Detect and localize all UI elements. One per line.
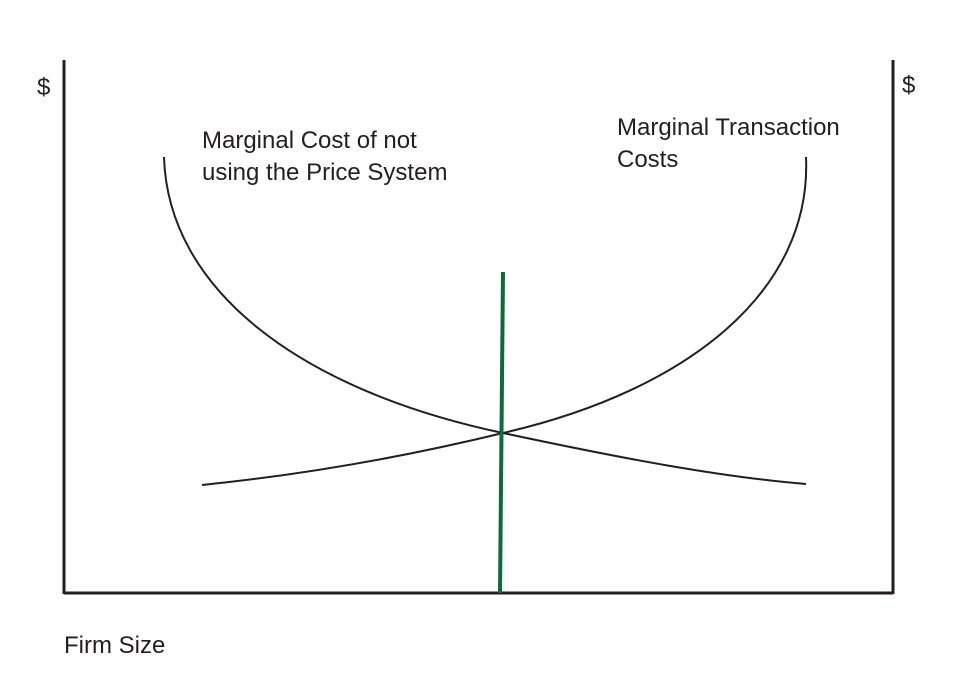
marginal-transaction-costs-label: Marginal Transaction Costs xyxy=(617,112,840,176)
marginal-cost-curve-label: Marginal Cost of not using the Price Sys… xyxy=(202,125,447,189)
left-y-axis-label: $ xyxy=(37,74,51,101)
right-y-axis-label: $ xyxy=(902,72,916,99)
marginal-cost-label-line-1: Marginal Cost of not xyxy=(202,127,417,154)
marginal-transaction-label-line-1: Marginal Transaction xyxy=(617,114,840,141)
x-axis-label: Firm Size xyxy=(64,632,166,659)
marginal-transaction-costs-curve xyxy=(201,156,808,486)
marginal-cost-not-using-price-system-curve xyxy=(163,156,807,485)
marginal-transaction-label-line-2: Costs xyxy=(617,146,679,173)
marginal-cost-label-line-2: using the Price System xyxy=(202,159,448,186)
equilibrium-firm-size-line xyxy=(498,271,505,594)
